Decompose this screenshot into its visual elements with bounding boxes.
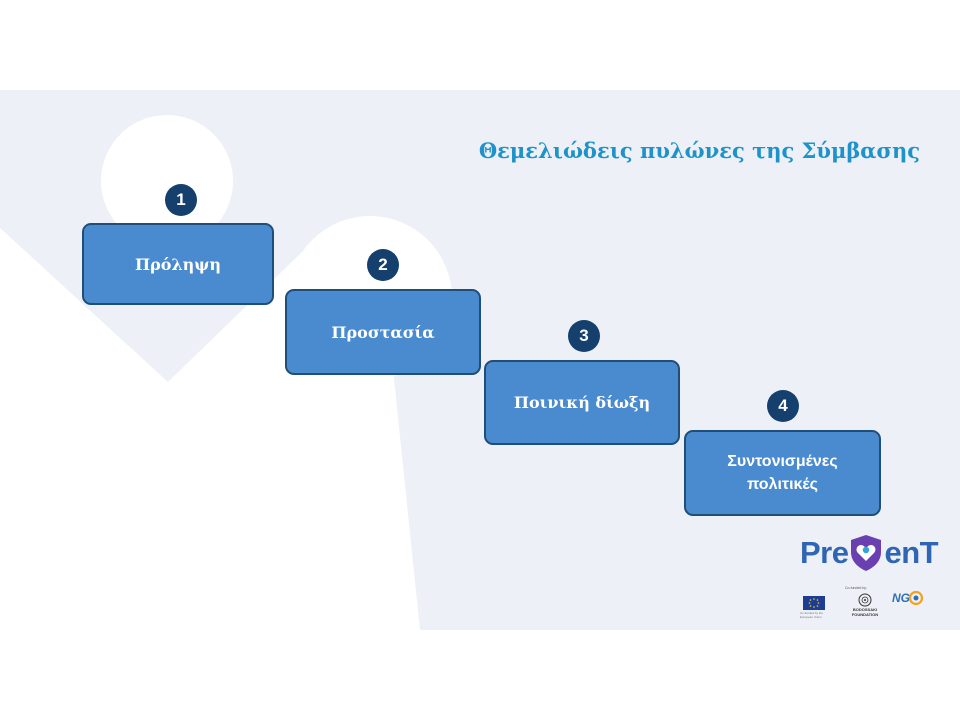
step-box-prosecution: Ποινική δίωξη	[484, 360, 680, 445]
step-box-prevention: Πρόληψη	[82, 223, 274, 305]
slide: Θεμελιώδεις πυλώνες της Σύμβασης 1 Πρόλη…	[0, 90, 960, 630]
slide-title: Θεμελιώδεις πυλώνες της Σύμβασης	[478, 138, 920, 163]
step-box-coordinated-policies: Συντονισμένες πολιτικές	[684, 430, 881, 516]
logo-text-right: enT	[884, 535, 939, 570]
foundation-name: BODOSSAKI FOUNDATION	[842, 607, 888, 617]
foundation-line-2: FOUNDATION	[851, 611, 879, 617]
step-label-line-1: Συντονισμένες	[727, 453, 838, 470]
step-number-3: 3	[568, 320, 600, 352]
cofunded-label: Co-funded by:	[845, 586, 867, 590]
deco-circle-left	[101, 115, 233, 247]
eu-caption: Co-funded by the European Union	[800, 611, 824, 619]
ngo-ring-icon	[908, 590, 924, 606]
heart-shield-icon	[851, 535, 882, 571]
prevent-logo: Pre enT	[800, 532, 939, 574]
step-label-prosecution: Ποινική δίωξη	[513, 393, 651, 412]
step-number-2: 2	[367, 249, 399, 281]
eu-flag-icon	[803, 596, 825, 610]
step-label-protection: Προστασία	[331, 322, 435, 342]
step-label-coordinated-policies: Συντονισμένες πολιτικές	[727, 450, 837, 496]
bodossaki-emblem-icon	[858, 593, 872, 607]
logo-text-left: Pre	[800, 535, 849, 570]
foundation-line-1: BODOSSAKI	[852, 607, 878, 612]
step-number-4: 4	[767, 390, 799, 422]
step-number-1: 1	[165, 184, 197, 216]
step-box-protection: Προστασία	[285, 289, 481, 375]
deco-heart-shape-lower	[0, 480, 168, 630]
step-label-line-2: πολιτικές	[747, 476, 818, 493]
partner-logos: Co-funded by the European Union Co-funde…	[800, 582, 930, 619]
ngo-label: NG	[892, 591, 910, 605]
step-label-prevention: Πρόληψη	[135, 254, 221, 274]
